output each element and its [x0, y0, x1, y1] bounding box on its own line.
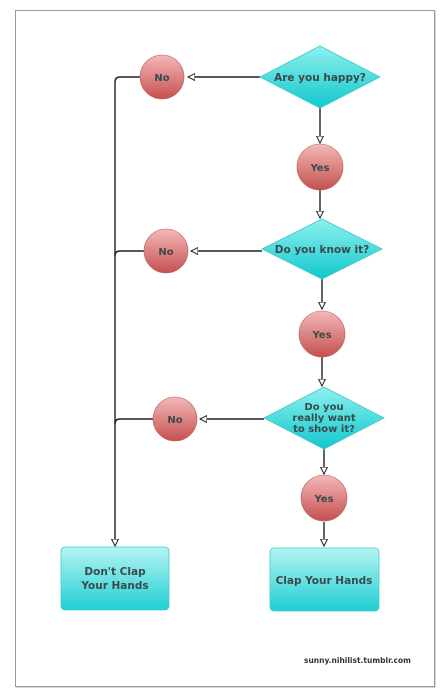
question-do-you-know-it: Do you know it? — [261, 218, 383, 280]
circle-shape — [139, 54, 185, 100]
credit-text: sunny.nihilist.tumblr.com — [304, 656, 411, 665]
outcome-label-line-1: Don't Clap — [84, 566, 146, 578]
connector-no-trunk — [115, 76, 140, 546]
question-label: Do you know it? — [275, 244, 370, 256]
no-label: No — [154, 73, 169, 84]
no-label: No — [158, 247, 173, 258]
circle-shape — [143, 228, 189, 274]
no-node-3: No — [152, 396, 198, 442]
circle-shape — [298, 310, 346, 358]
box-shape — [269, 547, 380, 612]
circle-shape — [296, 143, 344, 191]
outcome-label: Clap Your Hands — [276, 575, 373, 587]
yes-node-3: Yes — [300, 474, 348, 522]
yes-node-2: Yes — [298, 310, 346, 358]
question-are-you-happy: Are you happy? — [259, 45, 381, 109]
outcome-dont-clap: Don't Clap Your Hands — [60, 546, 170, 611]
connectors — [115, 77, 324, 546]
yes-node-1: Yes — [296, 143, 344, 191]
outcome-label-line-2: Your Hands — [80, 580, 148, 592]
yes-label: Yes — [311, 330, 331, 341]
circle-shape — [300, 474, 348, 522]
no-node-2: No — [143, 228, 189, 274]
question-label-line-1: Do you — [304, 402, 343, 413]
yes-label: Yes — [313, 494, 333, 505]
diamond-shape — [263, 386, 385, 450]
question-label-line-3: to show it? — [293, 424, 355, 435]
yes-label: Yes — [309, 163, 329, 174]
circle-shape — [152, 396, 198, 442]
box-shape — [60, 546, 170, 611]
connector-no3-trunk — [114, 418, 153, 425]
no-label: No — [167, 415, 182, 426]
diamond-shape — [261, 218, 383, 280]
outcome-clap: Clap Your Hands — [269, 547, 380, 612]
diamond-shape — [259, 45, 381, 109]
connector-no2-trunk — [114, 250, 144, 257]
question-label: Are you happy? — [274, 72, 366, 84]
question-label-line-2: really want — [292, 413, 355, 424]
question-really-want-to-show-it: Do you really want to show it? — [263, 386, 385, 450]
no-node-1: No — [139, 54, 185, 100]
